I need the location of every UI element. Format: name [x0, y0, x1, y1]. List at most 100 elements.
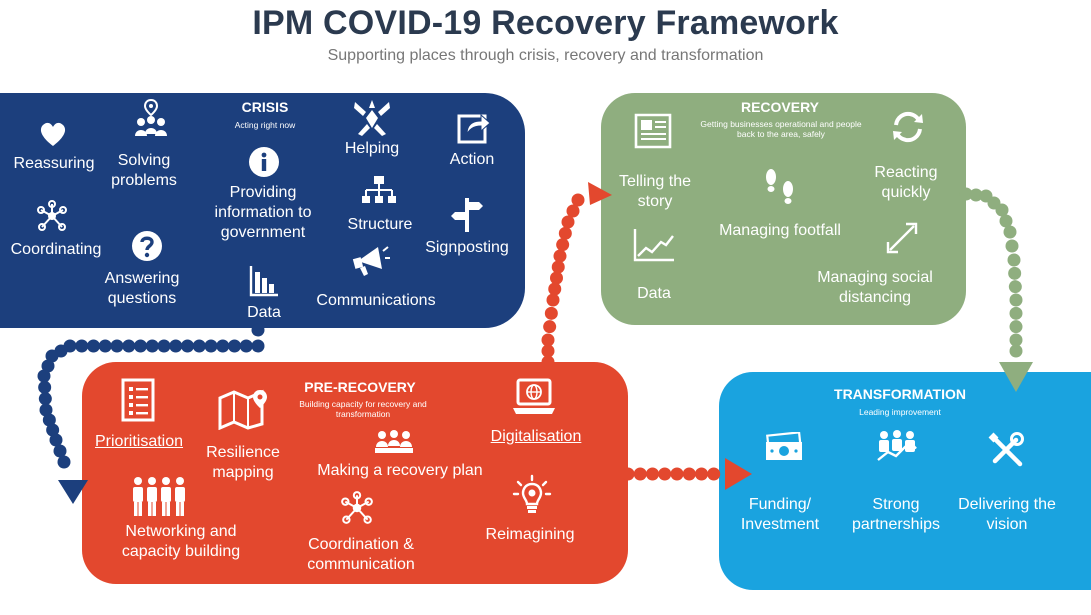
connector-dot — [543, 320, 557, 334]
recovery-item-data: Data — [637, 285, 671, 302]
recovery-item-telling-story: Telling the story — [618, 173, 692, 210]
connector-dot — [145, 339, 159, 353]
connector-dot — [1003, 225, 1017, 239]
connector-dot — [1008, 266, 1022, 280]
connector-dot — [38, 392, 52, 406]
connector-dot — [42, 413, 56, 427]
connector-dot — [1009, 320, 1023, 334]
connector-dot — [98, 339, 112, 353]
tools-icon — [988, 432, 1024, 468]
connector-dot — [45, 349, 59, 363]
crisis-item-action: Action — [449, 151, 495, 168]
connector-dot — [1009, 293, 1023, 307]
map-icon — [218, 388, 267, 430]
connector-dot — [551, 260, 565, 274]
connector-dot — [46, 423, 60, 437]
recovery-item-managing-social-distancing: Managing social distancing — [817, 269, 933, 306]
connector-dot — [57, 455, 71, 469]
helping-hands-icon — [354, 100, 390, 136]
share-arrow-icon — [457, 110, 491, 144]
line-chart-icon — [632, 227, 676, 263]
connector-dot — [541, 355, 555, 369]
connector-dot — [541, 333, 555, 347]
connector-dot — [546, 293, 560, 307]
connector-dot — [682, 467, 696, 481]
connector-dot — [192, 339, 206, 353]
megaphone-icon — [352, 243, 390, 276]
question-icon — [132, 231, 162, 261]
connector-dot — [969, 188, 983, 202]
crisis-heading: CRISIS — [241, 99, 289, 115]
connector-dot — [1009, 344, 1023, 358]
page-title: IPM COVID-19 Recovery Framework — [252, 4, 839, 42]
pre-recovery-item-reimagining: Reimagining — [485, 526, 575, 543]
connector-dot — [39, 403, 53, 417]
connector-dot — [658, 467, 672, 481]
connector-dot — [707, 467, 721, 481]
connector-dot — [110, 339, 124, 353]
crisis-item-helping: Helping — [344, 140, 400, 157]
pre-recovery-to-recovery-connector — [541, 193, 585, 369]
connector-dot — [670, 467, 684, 481]
crisis-item-solving-problems: Solving problems — [111, 152, 177, 189]
bar-chart-icon — [248, 264, 280, 298]
connector-dot — [550, 271, 563, 285]
lightbulb-icon — [512, 474, 552, 513]
partnership-icon — [876, 430, 917, 462]
people-pin-icon — [135, 98, 167, 136]
transformation-subheading: Leading improvement — [859, 407, 941, 417]
connector-dot — [251, 339, 265, 353]
crisis-item-coordinating: Coordinating — [10, 241, 102, 258]
connector-dot — [959, 187, 973, 201]
crisis-item-structure: Structure — [347, 216, 413, 233]
connector-dot — [53, 444, 67, 458]
connector-dot — [561, 215, 575, 229]
connector-arrowhead-red-up — [588, 182, 612, 205]
transformation-item-delivering-vision: Delivering the vision — [958, 496, 1056, 533]
pre-recovery-item-coordination-communication: Coordination & communication — [307, 536, 415, 573]
connector-arrowhead-red-right — [725, 458, 752, 490]
pre-recovery-item-resilience-mapping: Resilience mapping — [206, 444, 280, 481]
connector-dot — [181, 339, 194, 353]
pre-recovery-item-networking: Networking and capacity building — [121, 523, 241, 560]
connector-dot — [49, 433, 63, 447]
connector-dot — [204, 339, 218, 353]
recovery-item-reacting-quickly: Reacting quickly — [874, 164, 938, 201]
crisis-subheading: Acting right now — [234, 120, 296, 130]
recovery-heading: RECOVERY — [740, 99, 820, 115]
connector-dot — [122, 339, 136, 353]
connector-dot — [695, 467, 708, 481]
connector-dot — [37, 369, 51, 383]
checklist-icon — [121, 378, 155, 422]
connector-dot — [41, 359, 55, 373]
connector-dot — [556, 238, 570, 252]
heart-icon — [40, 122, 66, 146]
people-group-icon — [133, 477, 185, 516]
pre-recovery-item-prioritisation: Prioritisation — [94, 433, 184, 450]
footprints-icon — [766, 169, 793, 204]
crisis-item-signposting: Signposting — [425, 239, 509, 256]
connector-dot — [251, 323, 265, 337]
connector-dot — [239, 339, 253, 353]
laptop-globe-icon — [513, 378, 555, 414]
network-icon — [36, 200, 68, 232]
connector-dot — [87, 339, 100, 353]
connector-dot — [228, 339, 241, 353]
refresh-icon — [893, 109, 923, 145]
connector-dot — [995, 203, 1009, 217]
connector-dot — [1009, 333, 1023, 347]
recovery-panel — [601, 93, 966, 325]
connector-dot — [541, 344, 555, 358]
transformation-panel — [719, 372, 1091, 590]
pre-recovery-item-digitalisation: Digitalisation — [490, 428, 582, 445]
connector-dot — [558, 226, 572, 240]
page-subtitle: Supporting places through crisis, recove… — [327, 47, 764, 64]
connector-dot — [646, 467, 659, 481]
diagonal-arrows-icon — [884, 220, 920, 256]
transformation-item-strong-partnerships: Strong partnerships — [851, 496, 941, 533]
connector-dot — [544, 306, 558, 320]
info-icon — [249, 147, 279, 177]
connector-dot — [157, 339, 171, 353]
recovery-item-managing-footfall: Managing footfall — [719, 222, 841, 239]
